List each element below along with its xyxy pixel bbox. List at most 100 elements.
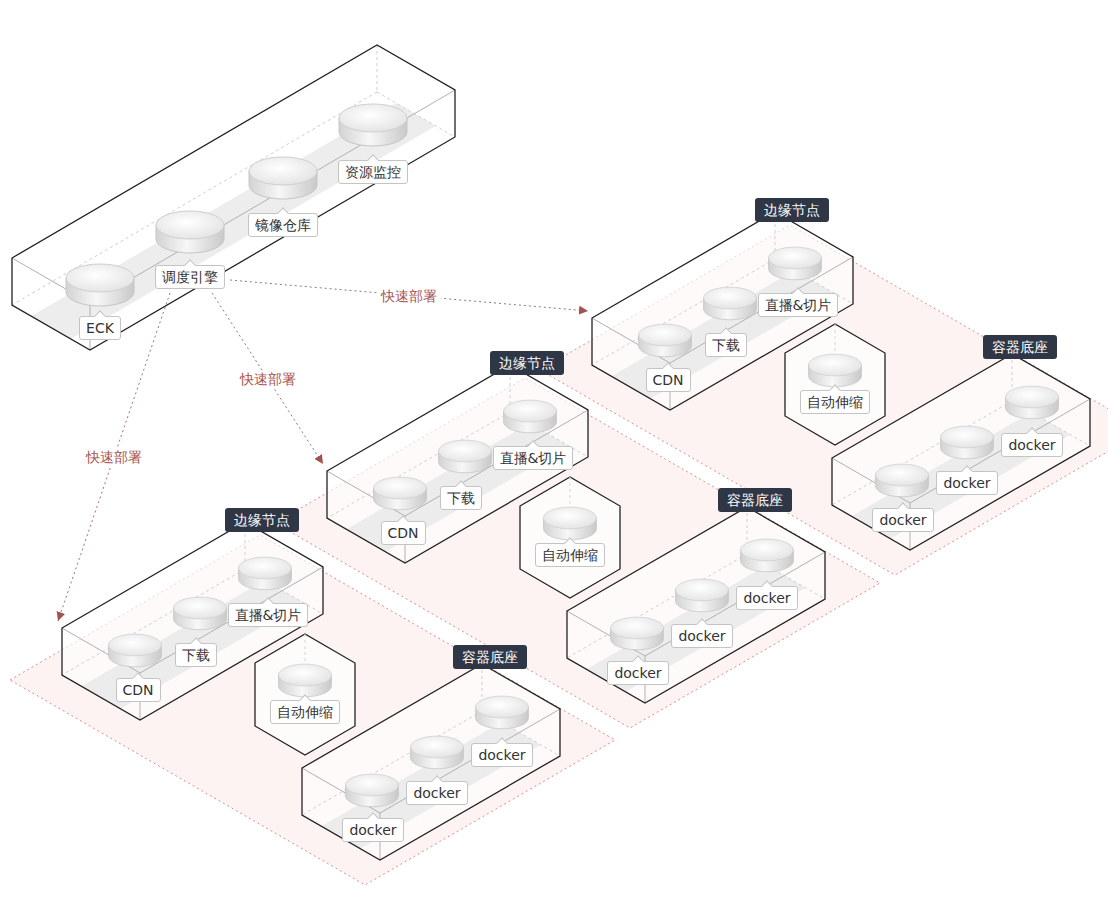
central-box-floor [32, 103, 436, 339]
node-label: 下载 [440, 486, 482, 510]
node-tag: 容器底座 [453, 645, 527, 669]
node-label: CDN [381, 521, 426, 545]
node-label: 自动伸缩 [270, 700, 340, 724]
edge-label: 快速部署 [377, 287, 441, 305]
service-cylinder: 下载 [435, 435, 495, 513]
node-label: CDN [646, 368, 691, 392]
node-label: docker [936, 471, 997, 495]
cylinder-icon [172, 594, 228, 633]
cylinder-top [544, 507, 597, 529]
cylinder-icon [609, 614, 665, 653]
node-tag: 边缘节点 [755, 198, 829, 222]
cylinder-icon [372, 474, 428, 513]
hexagon-shape [255, 634, 355, 755]
edge-label: 快速部署 [82, 448, 146, 466]
cylinder-top [504, 400, 557, 422]
service-cylinder: CDN [105, 629, 165, 705]
cylinder-icon [939, 423, 995, 462]
box-border [832, 354, 1090, 550]
cylinder-icon [767, 244, 823, 283]
cylinder-top [704, 287, 757, 309]
node-label: ECK [79, 316, 121, 340]
cylinder-top [411, 736, 464, 758]
service-cylinder: 镜像仓库 [245, 151, 321, 239]
central-box-outline [12, 45, 455, 350]
deploy-arrow [212, 293, 323, 464]
cylinder-top [174, 597, 227, 619]
cylinder-top [109, 634, 162, 656]
cylinder-icon [474, 693, 530, 732]
cylinder-icon [874, 461, 930, 500]
node-label: 镜像仓库 [248, 213, 318, 237]
node-label: 直播&切片 [228, 603, 309, 627]
node-label: 调度引擎 [155, 265, 225, 289]
cylinder-top [279, 664, 332, 686]
central-box-fill [12, 45, 455, 350]
service-cylinder: 直播&切片 [226, 552, 311, 630]
cylinder-top [346, 774, 399, 796]
service-cylinder: docker [404, 731, 470, 808]
node-label: 自动伸缩 [535, 543, 605, 567]
node-label: CDN [116, 678, 161, 702]
node-label: docker [671, 624, 732, 648]
service-cylinder: docker [669, 574, 735, 651]
cylinder-icon [409, 733, 465, 772]
edge-label: 快速部署 [236, 370, 300, 388]
node-label: 下载 [175, 643, 217, 667]
service-cylinder: CDN [635, 319, 695, 395]
cylinder-icon [107, 631, 163, 670]
node-label: 直播&切片 [758, 293, 839, 317]
service-cylinder: docker [734, 534, 800, 613]
service-cylinder: docker [605, 612, 671, 688]
container-box: 容器底座dockerdockerdocker [300, 643, 562, 862]
node-tag: 边缘节点 [225, 508, 299, 532]
cylinder-icon [337, 100, 409, 150]
cylinder-top [809, 354, 862, 376]
service-cylinder: 下载 [170, 592, 230, 670]
cylinder-icon [247, 153, 319, 203]
box-border [302, 664, 560, 860]
node-label: docker [736, 586, 797, 610]
cylinder-top [941, 426, 994, 448]
edge-regions [10, 225, 1108, 885]
box-fill [567, 507, 825, 703]
autoscale-hexagon: 自动伸缩 [516, 473, 624, 602]
central-box [12, 45, 455, 350]
box-border [567, 507, 825, 703]
node-label: 下载 [705, 333, 747, 357]
autoscale-hexagon: 自动伸缩 [251, 630, 359, 759]
service-cylinder: docker [999, 381, 1065, 460]
node-tag: 边缘节点 [490, 351, 564, 375]
cylinder-icon [739, 536, 795, 575]
cylinder-top [476, 696, 529, 718]
cylinder-icon [64, 260, 136, 310]
node-label: docker [406, 781, 467, 805]
node-label: docker [1001, 433, 1062, 457]
service-cylinder: docker [340, 769, 406, 845]
service-cylinder: 直播&切片 [756, 242, 841, 320]
node-tag: 容器底座 [983, 335, 1057, 359]
service-cylinder: ECK [62, 258, 138, 342]
service-cylinder: CDN [370, 472, 430, 548]
cylinder-icon [702, 284, 758, 323]
cylinder-icon [502, 397, 558, 436]
node-label: docker [607, 661, 668, 685]
node-label: 直播&切片 [493, 446, 574, 470]
autoscale-hexagon: 自动伸缩 [781, 320, 889, 449]
container-box: 容器底座dockerdockerdocker [565, 486, 827, 705]
cylinder-top [249, 157, 317, 185]
node-tag: 容器底座 [718, 488, 792, 512]
cylinder-top [1006, 386, 1059, 408]
service-cylinder: 直播&切片 [491, 395, 576, 473]
cylinder-top [374, 477, 427, 499]
cylinder-top [741, 539, 794, 561]
service-cylinder: 调度引擎 [152, 205, 228, 291]
cylinder-top [439, 440, 492, 462]
cylinder-top [639, 324, 692, 346]
cylinder-icon [674, 576, 730, 615]
service-cylinder: 下载 [700, 282, 760, 360]
service-cylinder: docker [469, 691, 535, 770]
box-fill [302, 664, 560, 860]
cylinder-top [156, 211, 224, 239]
